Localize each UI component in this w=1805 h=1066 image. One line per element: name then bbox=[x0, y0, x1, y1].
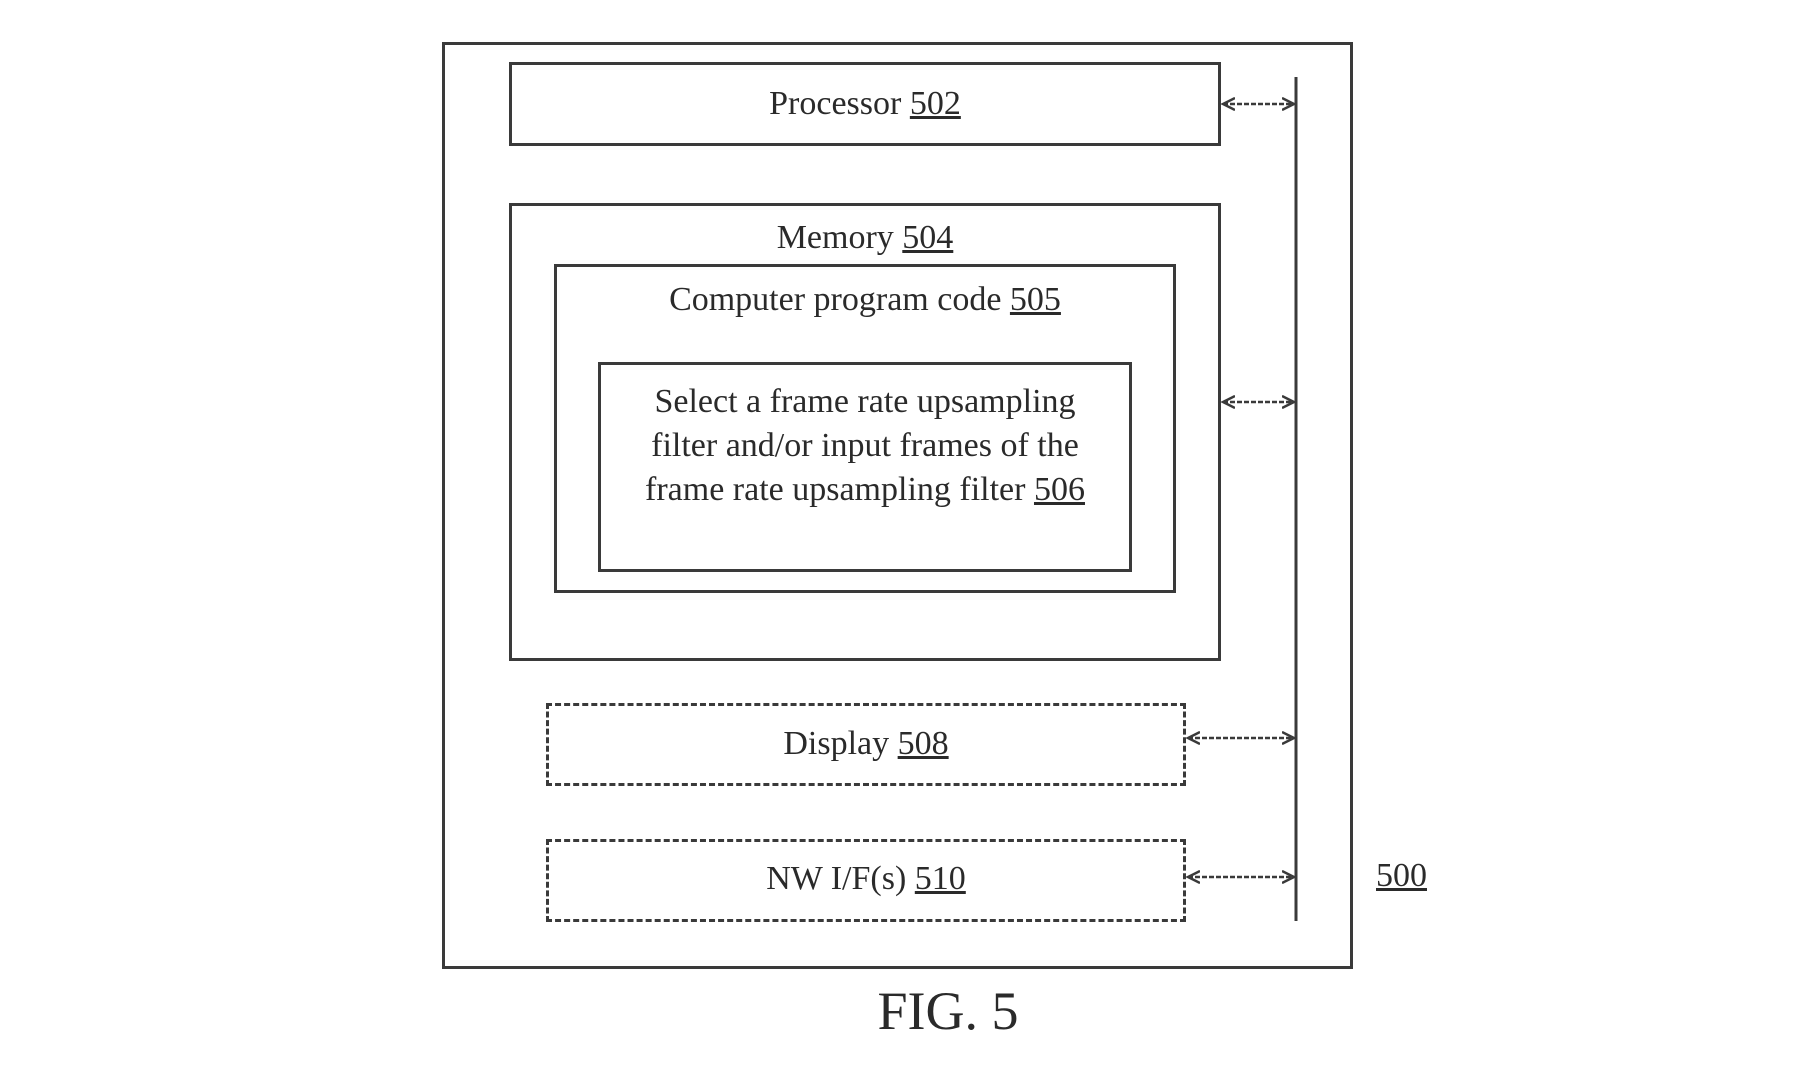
display-label: Display 508 bbox=[546, 724, 1186, 765]
select-filter-label: Select a frame rate upsampling filter an… bbox=[598, 380, 1132, 512]
program-code-box bbox=[554, 264, 1176, 593]
nw-if-ref: 510 bbox=[914, 860, 966, 897]
select-filter-ref: 506 bbox=[1033, 471, 1085, 508]
memory-label: Memory 504 bbox=[509, 218, 1221, 259]
device-ref: 500 bbox=[1376, 857, 1427, 894]
program-code-name: Computer program code bbox=[669, 281, 1002, 318]
nw-if-box bbox=[546, 839, 1186, 922]
select-filter-line-3: frame rate upsampling filter bbox=[645, 471, 1026, 508]
display-ref: 508 bbox=[897, 725, 949, 762]
display-name: Display bbox=[783, 725, 890, 762]
processor-name: Processor bbox=[769, 85, 902, 122]
processor-box bbox=[509, 62, 1221, 146]
program-code-label: Computer program code 505 bbox=[554, 280, 1176, 321]
display-box bbox=[546, 703, 1186, 786]
select-filter-line-3-row: frame rate upsampling filter 506 bbox=[598, 468, 1132, 512]
device-ref-label: 500 bbox=[1376, 856, 1446, 897]
memory-ref: 504 bbox=[902, 219, 954, 256]
processor-label: Processor 502 bbox=[509, 84, 1221, 125]
figure-caption: FIG. 5 bbox=[877, 981, 1019, 1041]
processor-ref: 502 bbox=[909, 85, 961, 122]
select-filter-line-2: filter and/or input frames of the bbox=[651, 427, 1079, 464]
device-box bbox=[442, 42, 1353, 969]
select-filter-line-1: Select a frame rate upsampling bbox=[654, 383, 1076, 420]
nw-if-name: NW I/F(s) bbox=[766, 860, 907, 897]
program-code-ref: 505 bbox=[1009, 281, 1061, 318]
memory-name: Memory bbox=[776, 219, 894, 256]
nw-if-label: NW I/F(s) 510 bbox=[546, 859, 1186, 900]
memory-box bbox=[509, 203, 1221, 661]
select-filter-box bbox=[598, 362, 1132, 572]
